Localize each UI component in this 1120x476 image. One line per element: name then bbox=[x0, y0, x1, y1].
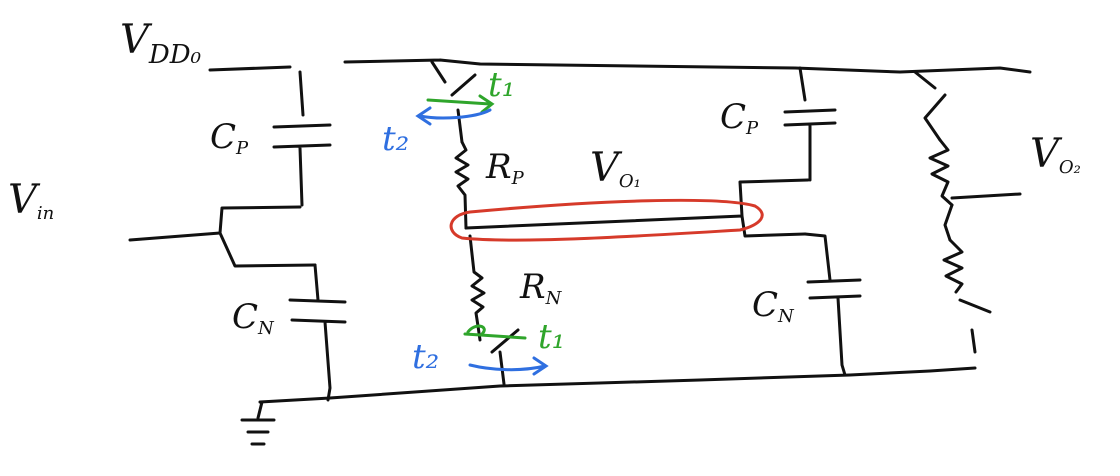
left-gate-node bbox=[218, 205, 317, 268]
vdd-label: VDD₀ bbox=[120, 17, 202, 70]
t2-bottom-arrow bbox=[468, 356, 549, 376]
ground-rail bbox=[258, 366, 977, 404]
rn-resistor bbox=[468, 234, 486, 328]
cn-right-capacitor bbox=[803, 232, 862, 377]
right-top-switch bbox=[913, 70, 947, 142]
right-bottom-resistor bbox=[942, 238, 964, 294]
t2-top-label: t₂ bbox=[382, 119, 410, 159]
vdd-rail bbox=[208, 58, 1032, 74]
right-bottom-switch bbox=[958, 298, 992, 354]
vo2-wire bbox=[943, 192, 1022, 242]
cp-left-label: CP bbox=[210, 117, 249, 159]
cn-right-label: CN bbox=[752, 285, 794, 327]
top-switch bbox=[430, 60, 477, 144]
vin-label: Vin bbox=[8, 177, 55, 224]
t2-top-arrow bbox=[415, 106, 492, 126]
t1-bottom-arrow bbox=[463, 324, 527, 340]
vo2-label: VO₂ bbox=[1030, 131, 1081, 178]
t1-top-arrow bbox=[426, 94, 495, 114]
cp-right-label: CP bbox=[720, 97, 759, 139]
cp-right-capacitor bbox=[783, 66, 837, 182]
cn-left-capacitor bbox=[288, 263, 347, 402]
vo1-label: VO₁ bbox=[590, 145, 641, 192]
t2-bottom-label: t₂ bbox=[412, 337, 440, 377]
rp-label: RP bbox=[486, 147, 524, 189]
vo1-highlight-ellipse bbox=[449, 198, 764, 242]
vin-wire bbox=[128, 231, 222, 242]
cn-left-label: CN bbox=[232, 297, 274, 339]
right-top-resistor bbox=[928, 138, 954, 207]
t1-top-label: t₁ bbox=[488, 65, 516, 105]
ground-symbol bbox=[240, 400, 276, 446]
t1-bottom-label: t₁ bbox=[538, 317, 566, 357]
rn-label: RN bbox=[520, 267, 562, 309]
cp-left-capacitor bbox=[272, 70, 332, 207]
rp-resistor bbox=[454, 140, 470, 230]
